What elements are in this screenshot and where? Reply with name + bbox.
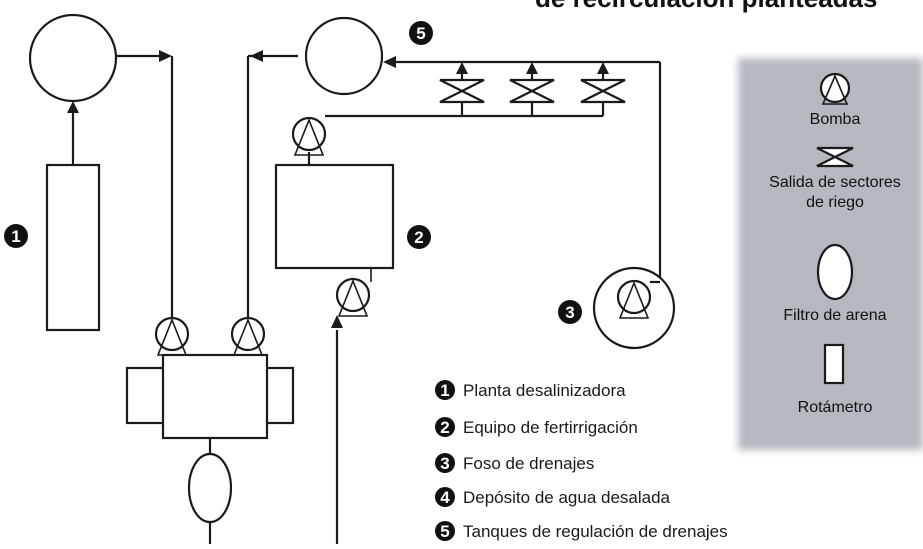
badge-5: 5 xyxy=(409,21,433,45)
svg-text:4: 4 xyxy=(440,488,450,507)
key-label-salida-2: de riego xyxy=(806,194,864,211)
key-label-salida-1: Salida de sectores xyxy=(769,174,901,191)
arrow-right-icon xyxy=(159,50,172,62)
svg-text:Depósito de agua desalada: Depósito de agua desalada xyxy=(463,488,671,507)
pump-icon xyxy=(335,277,371,317)
valve-icon xyxy=(816,146,854,168)
arrow-up-icon xyxy=(67,101,79,113)
svg-text:3: 3 xyxy=(565,303,574,322)
legend-item: 5 Tanques de regulación de drenajes xyxy=(435,521,728,541)
svg-text:Equipo de fertirrigación: Equipo de fertirrigación xyxy=(463,418,638,437)
side-box-left xyxy=(125,366,167,425)
svg-text:Planta desalinizadora: Planta desalinizadora xyxy=(463,381,626,400)
badge-2: 2 xyxy=(407,225,431,249)
svg-text:3: 3 xyxy=(440,454,449,473)
arrow-left-icon xyxy=(383,56,396,68)
legend: 1 Planta desalinizadora 2 Equipo de fert… xyxy=(435,380,728,541)
svg-text:Tanques de regulación de drena: Tanques de regulación de drenajes xyxy=(463,522,728,541)
badge-3: 3 xyxy=(558,300,582,324)
symbol-key-panel: Bomba Salida de sectores de riego Filtro… xyxy=(738,58,923,450)
key-label-filtro: Filtro de arena xyxy=(783,307,886,324)
valve-icon xyxy=(580,62,626,116)
rotameter-icon xyxy=(823,343,845,385)
arrow-up-icon xyxy=(331,315,343,328)
legend-item: 1 Planta desalinizadora xyxy=(435,380,626,400)
svg-text:5: 5 xyxy=(416,24,425,43)
valve-icon xyxy=(439,62,485,116)
legend-item: 3 Foso de drenajes xyxy=(435,453,594,473)
svg-text:5: 5 xyxy=(440,522,449,541)
deposit-block xyxy=(161,353,269,440)
pump-icon xyxy=(819,72,851,105)
pump-icon xyxy=(230,316,266,356)
badge-1: 1 xyxy=(4,224,28,248)
key-label-rotametro: Rotámetro xyxy=(798,399,873,416)
legend-item: 2 Equipo de fertirrigación xyxy=(435,417,638,437)
tank-5-circle xyxy=(304,16,384,96)
pump-icon xyxy=(154,316,190,356)
svg-text:2: 2 xyxy=(414,228,423,247)
pump-icon xyxy=(616,279,652,319)
legend-item: 4 Depósito de agua desalada xyxy=(435,487,671,507)
svg-text:2: 2 xyxy=(440,418,449,437)
desalination-plant-box xyxy=(45,163,101,332)
page-title: de recirculación planteadas xyxy=(535,0,877,13)
key-label-bomba: Bomba xyxy=(810,111,861,128)
pump-icon xyxy=(291,116,327,156)
fertirrigation-box xyxy=(274,163,395,270)
svg-text:1: 1 xyxy=(440,381,449,400)
sand-filter-ellipse xyxy=(187,452,233,524)
arrow-left-icon xyxy=(250,50,263,62)
tank-circle-left xyxy=(28,13,118,103)
filter-icon xyxy=(816,243,854,301)
svg-text:1: 1 xyxy=(11,227,20,246)
valve-icon xyxy=(509,62,555,116)
svg-text:Foso de drenajes: Foso de drenajes xyxy=(463,454,594,473)
